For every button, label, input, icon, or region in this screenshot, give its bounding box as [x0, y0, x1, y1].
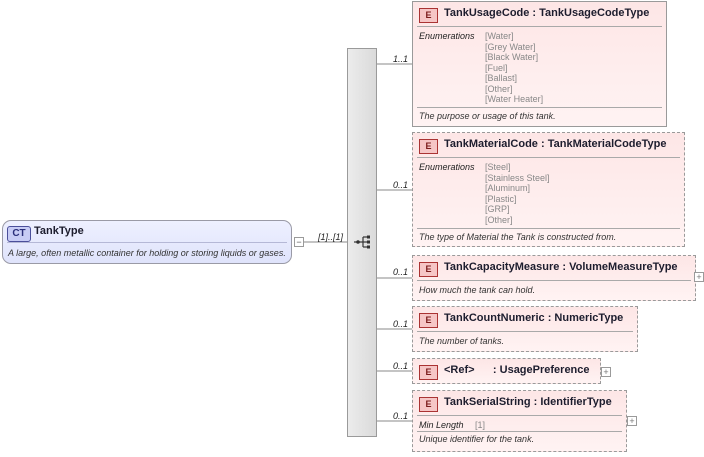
- element-title: TankCapacityMeasure : VolumeMeasureType: [444, 261, 678, 273]
- expand-button[interactable]: +: [694, 272, 704, 282]
- element-box-tank-capacity-measure[interactable]: E TankCapacityMeasure : VolumeMeasureTyp…: [412, 255, 696, 301]
- enumeration-value: [Fuel]: [485, 62, 508, 73]
- element-badge: E: [419, 139, 438, 154]
- expand-button[interactable]: +: [601, 367, 611, 377]
- divider: [417, 415, 622, 416]
- enumerations-label: Enumerations: [419, 162, 475, 172]
- occurrence-label: 0..1: [393, 267, 409, 277]
- occurrence-label: 0..1: [393, 319, 409, 329]
- enumeration-list: [Water] [Grey Water] [Black Water] [Fuel…: [485, 31, 543, 105]
- collapse-toggle-button[interactable]: −: [294, 237, 304, 247]
- enumeration-value: [Stainless Steel]: [485, 172, 550, 183]
- enumeration-value: [Steel]: [485, 162, 511, 172]
- element-badge: E: [419, 262, 438, 277]
- complex-type-box[interactable]: CT TankType A large, often metallic cont…: [2, 220, 292, 264]
- divider: [417, 331, 633, 332]
- divider: [417, 157, 680, 158]
- element-box-tank-usage-code[interactable]: E TankUsageCode : TankUsageCodeType Enum…: [412, 1, 667, 127]
- sequence-cardinality-label: [1]..[1]: [318, 232, 344, 242]
- enumeration-value: [Other]: [485, 214, 513, 225]
- enumeration-value: [Grey Water]: [485, 41, 536, 52]
- enumeration-value: [Plastic]: [485, 193, 517, 204]
- enumeration-value: [Black Water]: [485, 52, 539, 62]
- element-badge: E: [419, 8, 438, 23]
- enumeration-list: [Steel] [Stainless Steel] [Aluminum] [Pl…: [485, 162, 550, 225]
- element-description: The type of Material the Tank is constru…: [419, 232, 617, 242]
- element-box-tank-material-code[interactable]: E TankMaterialCode : TankMaterialCodeTyp…: [412, 132, 685, 247]
- expand-button[interactable]: +: [627, 416, 637, 426]
- divider: [417, 280, 691, 281]
- enumeration-value: [Ballast]: [485, 73, 518, 83]
- element-box-tank-count-numeric[interactable]: E TankCountNumeric : NumericType The num…: [412, 306, 638, 352]
- sequence-icon[interactable]: [354, 235, 372, 249]
- enumeration-value: [Water]: [485, 31, 514, 41]
- enumeration-value: [Aluminum]: [485, 183, 531, 193]
- element-description: The number of tanks.: [419, 336, 505, 346]
- facet-value: [1]: [475, 420, 486, 430]
- enumerations-label: Enumerations: [419, 31, 475, 41]
- occurrence-label: 0..1: [393, 180, 409, 190]
- occurrence-label: 0..1: [393, 411, 409, 421]
- complex-type-name: TankType: [34, 225, 84, 237]
- element-box-tank-serial-string[interactable]: E TankSerialString : IdentifierType Min …: [412, 390, 627, 452]
- divider: [417, 107, 662, 108]
- element-description: The purpose or usage of this tank.: [419, 111, 556, 121]
- element-badge: E: [419, 397, 438, 412]
- divider: [417, 228, 680, 229]
- element-title: <Ref> : UsagePreference: [444, 364, 590, 376]
- divider: [417, 431, 622, 432]
- complex-type-badge: CT: [7, 226, 31, 242]
- complex-type-description: A large, often metallic container for ho…: [8, 248, 286, 258]
- element-description: Unique identifier for the tank.: [419, 434, 535, 444]
- facet-label: Min Length: [419, 420, 464, 430]
- element-title: TankSerialString : IdentifierType: [444, 396, 612, 408]
- element-badge: E: [419, 313, 438, 328]
- element-badge: E: [419, 365, 438, 380]
- element-title: TankCountNumeric : NumericType: [444, 312, 624, 324]
- divider: [417, 26, 662, 27]
- element-title: TankUsageCode : TankUsageCodeType: [444, 7, 650, 19]
- occurrence-label: 1..1: [393, 54, 409, 64]
- enumeration-value: [GRP]: [485, 204, 510, 214]
- enumeration-value: [Other]: [485, 83, 513, 94]
- enumeration-value: [Water Heater]: [485, 94, 544, 104]
- element-description: How much the tank can hold.: [419, 285, 536, 295]
- divider: [7, 242, 287, 243]
- occurrence-label: 0..1: [393, 361, 409, 371]
- element-box-usage-preference-ref[interactable]: E <Ref> : UsagePreference: [412, 358, 601, 384]
- element-title: TankMaterialCode : TankMaterialCodeType: [444, 138, 667, 150]
